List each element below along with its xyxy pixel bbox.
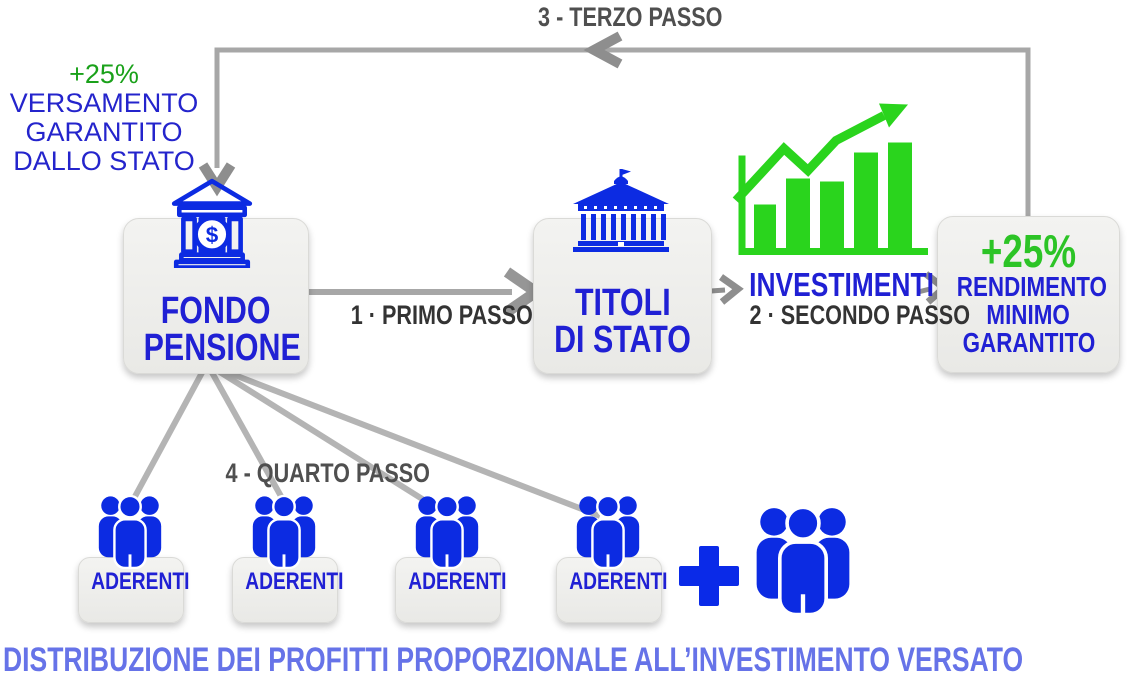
people-group-icon (244, 493, 324, 569)
arrowhead-left-icon (583, 31, 623, 69)
caption: DISTRIBUZIONE DEI PROFITTI PROPORZIONALE… (3, 641, 1132, 680)
dollar-symbol: $ (206, 222, 219, 247)
aderenti-card: ADERENTI (232, 557, 343, 623)
titoli-line1: TITOLI (574, 282, 671, 324)
state-contribution-line3: DALLO STATO (13, 146, 195, 176)
titoli-line2: DI STATO (554, 319, 691, 361)
people-group-icon (90, 493, 170, 569)
step3-text: 3 - TERZO PASSO (537, 2, 723, 32)
fan-line (217, 366, 602, 519)
step4-text: 4 - QUARTO PASSO (225, 458, 430, 488)
fondo-pensione-label: FONDO PENSIONE (124, 290, 308, 369)
arrowhead-small-right-icon (718, 274, 744, 305)
step1-text: 1 · PRIMO PASSO (350, 300, 533, 330)
people-group-icon (568, 493, 648, 569)
bank-dollar-icon: $ (171, 178, 253, 268)
people-group-icon-large (745, 503, 861, 616)
fan-line (207, 367, 290, 509)
growth-chart-icon (732, 103, 928, 255)
rendimento-line3: GARANTITO (962, 327, 1095, 358)
caption-text: DISTRIBUZIONE DEI PROFITTI PROPORZIONALE… (3, 641, 1024, 679)
aderenti-label: ADERENTI (245, 568, 344, 595)
people-group-icon (407, 493, 487, 569)
step2-text: 2 · SECONDO PASSO (749, 300, 971, 330)
aderenti-label: ADERENTI (569, 568, 668, 595)
rendimento-percent: +25% (980, 225, 1077, 277)
investimenti-label: INVESTIMENTI (726, 266, 938, 304)
titoli-label: TITOLI DI STATO (534, 282, 711, 361)
rendimento-line1: RENDIMENTO (956, 271, 1107, 302)
aderenti-label: ADERENTI (408, 568, 507, 595)
fan-line (213, 366, 445, 515)
step3-label: 3 - TERZO PASSO (500, 2, 760, 33)
rendimento-box: +25% RENDIMENTO MINIMO GARANTITO (937, 216, 1120, 373)
state-contribution-line2: GARANTITO (25, 117, 183, 147)
rendimento-line2: MINIMO (986, 299, 1071, 330)
state-contribution-annotation: +25% VERSAMENTO GARANTITO DALLO STATO (5, 60, 203, 176)
step2-label: 2 · SECONDO PASSO (722, 300, 970, 331)
investimenti-text: INVESTIMENTI (749, 266, 934, 303)
arrowhead-down-icon (198, 162, 236, 197)
loop-line (214, 47, 1031, 216)
aderenti-label: ADERENTI (91, 568, 190, 595)
plus-icon (679, 546, 739, 606)
fan-line (129, 367, 207, 504)
step1-label: 1 · PRIMO PASSO (328, 300, 533, 331)
fondo-line2: PENSIONE (143, 327, 301, 369)
fondo-line1: FONDO (161, 290, 271, 332)
state-contribution-percent: +25% (69, 59, 139, 89)
step2-line (710, 287, 726, 294)
step4-label: 4 - QUARTO PASSO (200, 458, 430, 489)
government-building-icon (573, 169, 669, 252)
step3-entry-line (917, 286, 931, 295)
state-contribution-line1: VERSAMENTO (9, 88, 199, 118)
